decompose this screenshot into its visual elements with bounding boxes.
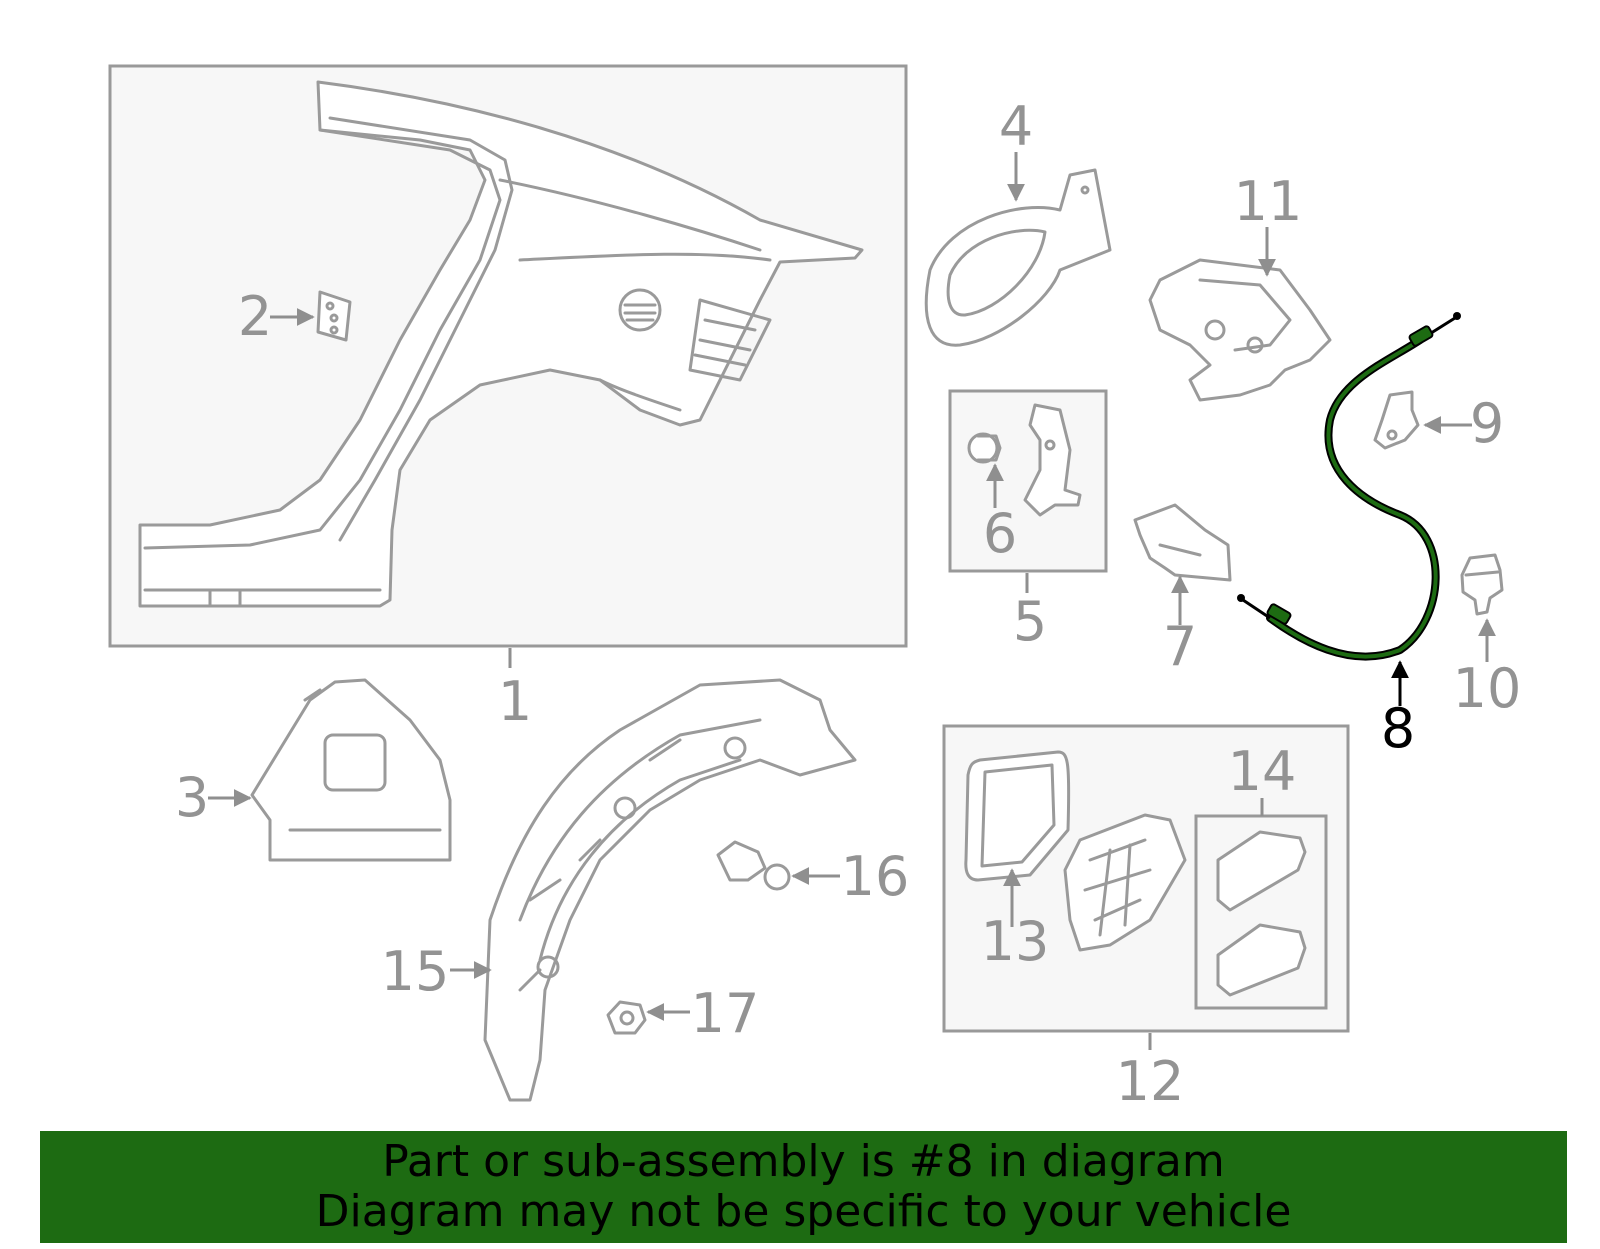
info-banner: Part or sub-assembly is #8 in diagram Di… xyxy=(40,1131,1567,1243)
bracket-part-2[interactable] xyxy=(316,290,352,342)
callout-15: 15 xyxy=(381,940,450,1003)
seal-part-13[interactable] xyxy=(964,750,1071,882)
leader-lines xyxy=(208,152,1496,1050)
wheelhouse-liner-part-15[interactable] xyxy=(483,678,857,1102)
actuator-part-7[interactable] xyxy=(1133,503,1232,582)
pads-part-14[interactable] xyxy=(1216,830,1307,997)
callout-5: 5 xyxy=(1013,590,1047,653)
bumper-part-6[interactable] xyxy=(967,432,1002,464)
callout-1: 1 xyxy=(498,670,532,733)
part-5-box xyxy=(948,389,1108,573)
callout-13: 13 xyxy=(981,910,1050,973)
callout-10: 10 xyxy=(1453,657,1522,720)
grommet-part-10[interactable] xyxy=(1460,553,1504,616)
callout-12: 12 xyxy=(1116,1050,1185,1113)
push-clip-part-16[interactable] xyxy=(716,840,791,891)
housing-part-12[interactable] xyxy=(1063,813,1187,952)
callout-8: 8 xyxy=(1381,697,1415,760)
callout-9: 9 xyxy=(1470,392,1504,455)
callouts: 1 2 3 4 5 6 7 8 9 10 11 12 13 14 15 16 1… xyxy=(175,95,1522,1113)
hinge-part-5[interactable] xyxy=(1023,403,1082,517)
callout-7: 7 xyxy=(1163,615,1197,678)
latch-part-11[interactable] xyxy=(1148,258,1332,402)
callout-2: 2 xyxy=(238,285,272,348)
banner-line-1: Part or sub-assembly is #8 in diagram xyxy=(382,1136,1225,1187)
callout-6: 6 xyxy=(983,502,1017,565)
clip-part-9[interactable] xyxy=(1373,390,1420,450)
quarter-panel-part-1[interactable] xyxy=(138,80,864,608)
nut-part-17[interactable] xyxy=(606,1000,647,1035)
release-cable-part-8[interactable] xyxy=(1237,312,1461,661)
callout-17: 17 xyxy=(691,982,760,1045)
panel-part-3[interactable] xyxy=(250,678,452,862)
release-cable-path xyxy=(1266,336,1440,661)
callout-11: 11 xyxy=(1234,170,1303,233)
callout-14: 14 xyxy=(1228,740,1297,803)
callout-16: 16 xyxy=(841,845,910,908)
callout-4: 4 xyxy=(999,95,1033,158)
callout-3: 3 xyxy=(175,766,209,829)
banner-line-2: Diagram may not be specific to your vehi… xyxy=(315,1186,1292,1237)
fuel-door-part-4[interactable] xyxy=(924,168,1112,347)
